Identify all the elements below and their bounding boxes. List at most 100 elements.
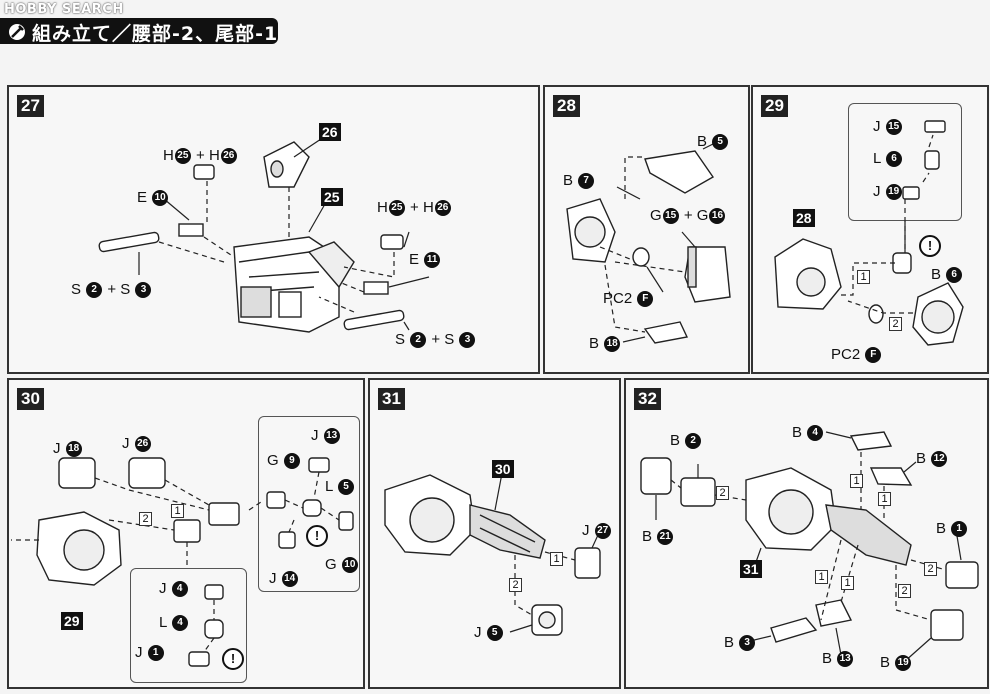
order-marker: 1 [841, 576, 854, 590]
part-letter: H [377, 199, 388, 216]
part-number: 9 [283, 453, 300, 470]
part-letter: H [163, 147, 174, 164]
part-letter: PC2 [603, 290, 633, 307]
part-letter: L [159, 614, 167, 631]
part-letter: G [267, 452, 279, 469]
ref-step-29: 29 [61, 612, 83, 630]
plus: + [107, 281, 117, 298]
part-number: 4 [171, 615, 188, 632]
part-label-b1: B 1 [936, 520, 968, 538]
plus: + [196, 147, 205, 164]
part-label-b6: B 6 [931, 266, 963, 284]
part-label-b5: B 5 [697, 133, 729, 151]
part-number: 13 [323, 428, 340, 445]
part-number: 25 [174, 148, 191, 165]
part-label-b3: B 3 [724, 634, 756, 652]
part-letter: H [208, 147, 220, 164]
part-letter: S [71, 281, 82, 298]
part-label-j1: J 1 [135, 644, 165, 662]
part-label-l4: L 4 [159, 614, 189, 632]
part-number: 16 [709, 208, 726, 225]
order-marker: 2 [509, 578, 522, 592]
step-number: 27 [17, 95, 44, 117]
part-letter: J [582, 522, 590, 539]
step-27-panel: 27 [7, 85, 540, 374]
part-number: 19 [885, 184, 902, 201]
part-letter: S [395, 331, 406, 348]
part-label-e10: E 10 [137, 189, 169, 207]
part-number: 25 [388, 200, 405, 217]
plus: + [410, 199, 419, 216]
ref-step-28: 28 [793, 209, 815, 227]
part-letter: B [936, 520, 947, 537]
order-marker: 1 [878, 492, 891, 506]
part-label-j19: J 19 [873, 183, 903, 201]
part-label-b18: B 18 [589, 335, 621, 353]
step-31-panel: 31 30 1 2 J 27 J 5 [368, 378, 621, 689]
order-marker: 1 [550, 552, 563, 566]
part-number: F [865, 347, 882, 364]
part-label-j18: J 18 [53, 440, 83, 458]
part-number: 18 [604, 336, 621, 353]
part-label-l5: L 5 [325, 478, 355, 496]
step-32-illustration [640, 431, 979, 663]
step-32-panel: 32 [624, 378, 989, 689]
part-number: 1 [951, 521, 968, 538]
part-number: 6 [946, 267, 963, 284]
part-number: 6 [885, 151, 902, 168]
part-label-l6: L 6 [873, 150, 903, 168]
step-29-illustration [774, 120, 964, 346]
part-number: 19 [895, 655, 912, 672]
part-label-s2-s3-right: S 2 + S 3 [395, 331, 476, 349]
part-letter: J [135, 644, 143, 661]
part-number: 26 [434, 200, 451, 217]
ref-step-26: 26 [319, 123, 341, 141]
part-number: 26 [134, 436, 151, 453]
part-number: 12 [931, 451, 948, 468]
part-label-e11: E 11 [409, 251, 441, 269]
part-number: 2 [685, 433, 702, 450]
step-number: 30 [17, 388, 44, 410]
part-number: 3 [459, 332, 476, 349]
part-letter: B [642, 528, 653, 545]
step-number: 31 [378, 388, 405, 410]
part-number: 5 [337, 479, 354, 496]
page-title: 組み立て／腰部-2、尾部-1 [32, 23, 279, 45]
part-letter: J [159, 580, 167, 597]
part-letter: G [650, 207, 662, 224]
part-letter: B [563, 172, 574, 189]
part-label-pc2-f: PC2 F [603, 290, 654, 308]
caution-icon: ! [222, 648, 244, 670]
part-label-j13: J 13 [311, 427, 341, 445]
part-label-b13: B 13 [822, 650, 854, 668]
part-letter: L [873, 150, 881, 167]
step-31-illustration [384, 467, 601, 636]
caution-icon: ! [306, 525, 328, 547]
order-marker: 1 [850, 474, 863, 488]
part-letter: L [325, 478, 333, 495]
order-marker: 2 [924, 562, 937, 576]
part-letter: PC2 [831, 346, 861, 363]
part-number: 2 [86, 282, 103, 299]
part-number: 2 [410, 332, 427, 349]
part-number: 4 [807, 425, 824, 442]
part-number: 15 [885, 119, 902, 136]
order-marker: 2 [898, 584, 911, 598]
part-number: 14 [281, 571, 298, 588]
part-letter: J [474, 624, 482, 641]
part-letter: B [931, 266, 942, 283]
part-letter: B [822, 650, 833, 667]
order-marker: 2 [716, 486, 729, 500]
part-letter: B [697, 133, 708, 150]
order-marker: 1 [815, 570, 828, 584]
part-letter: B [589, 335, 600, 352]
part-letter: E [137, 189, 148, 206]
part-letter: J [269, 570, 277, 587]
part-letter: B [724, 634, 735, 651]
part-number: 13 [837, 651, 854, 668]
order-marker: 1 [857, 270, 870, 284]
part-number: 3 [739, 635, 756, 652]
part-letter: J [311, 427, 319, 444]
part-letter: G [325, 556, 337, 573]
